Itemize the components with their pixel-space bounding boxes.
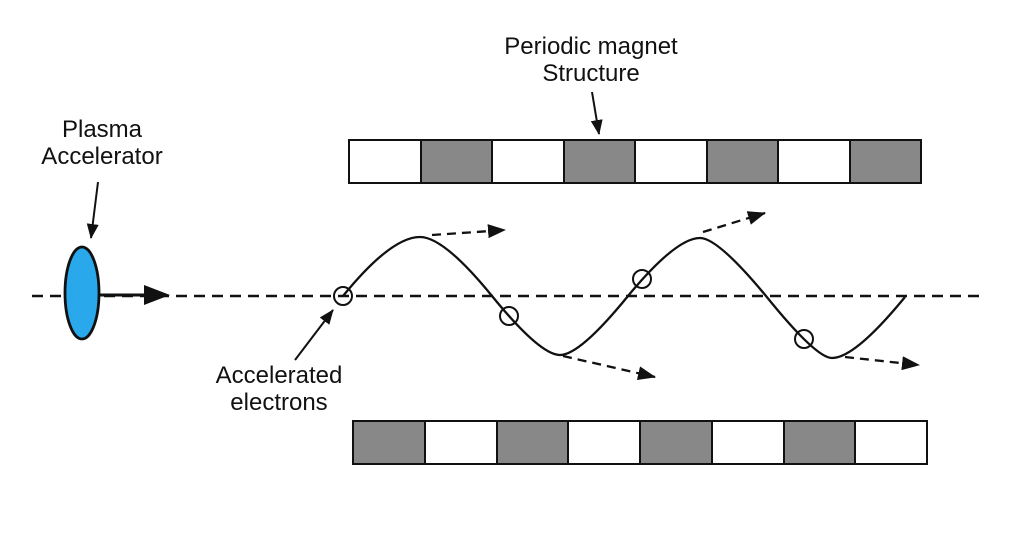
periodic-magnet-label-line2: Structure: [542, 60, 640, 87]
magnet-block-gray: [564, 141, 636, 182]
magnet-block-gray: [784, 422, 857, 463]
electron-circle-3: [632, 269, 652, 289]
bottom-magnet-array: [352, 420, 928, 465]
beam-arrow-head: [144, 285, 170, 305]
magnet-block-white: [350, 141, 422, 182]
radiation-arrow-peak-1: [431, 224, 506, 239]
radiation-arrow-peak-2: [702, 211, 766, 234]
radiation-arrow-trough-2: [844, 355, 920, 371]
plasma-accelerator-label-line1: Plasma: [61, 116, 143, 143]
periodic-magnet-label-line1: Periodic magnet: [504, 33, 678, 60]
periodic-magnet-label-arrow: [590, 91, 603, 135]
electron-circle-4: [794, 329, 814, 349]
plasma-accelerator-label-line2: Accelerator: [41, 143, 163, 170]
plasma-accelerator-label: Plasma Accelerator: [41, 116, 162, 170]
magnet-block-white: [636, 141, 708, 182]
accelerated-electrons-label-line2: electrons: [230, 389, 328, 416]
magnet-block-white: [425, 422, 498, 463]
magnet-block-gray: [850, 141, 920, 182]
electron-trajectory-path: [342, 235, 906, 360]
electrons-label-arrow: [294, 309, 334, 361]
plasma-label-arrow: [86, 181, 99, 239]
magnet-block-gray: [497, 422, 570, 463]
magnet-block-white: [493, 141, 565, 182]
magnet-block-white: [779, 141, 851, 182]
magnet-block-gray: [354, 422, 426, 463]
magnet-block-gray: [421, 141, 493, 182]
radiation-arrow-trough-1: [562, 354, 656, 381]
magnet-block-white: [569, 422, 641, 463]
accelerated-electrons-label-line1: Accelerated: [215, 362, 343, 389]
electron-circle-1: [333, 286, 353, 306]
magnet-block-gray: [707, 141, 779, 182]
electron-circle-2: [499, 306, 519, 326]
accelerated-electrons-label: Accelerated electrons: [216, 362, 343, 416]
top-magnet-array: [348, 139, 922, 184]
magnet-block-white: [856, 422, 926, 463]
magnet-block-white: [712, 422, 785, 463]
periodic-magnet-label: Periodic magnet Structure: [504, 33, 677, 87]
magnet-block-gray: [641, 422, 713, 463]
plasma-accelerator-ellipse: [63, 245, 101, 341]
